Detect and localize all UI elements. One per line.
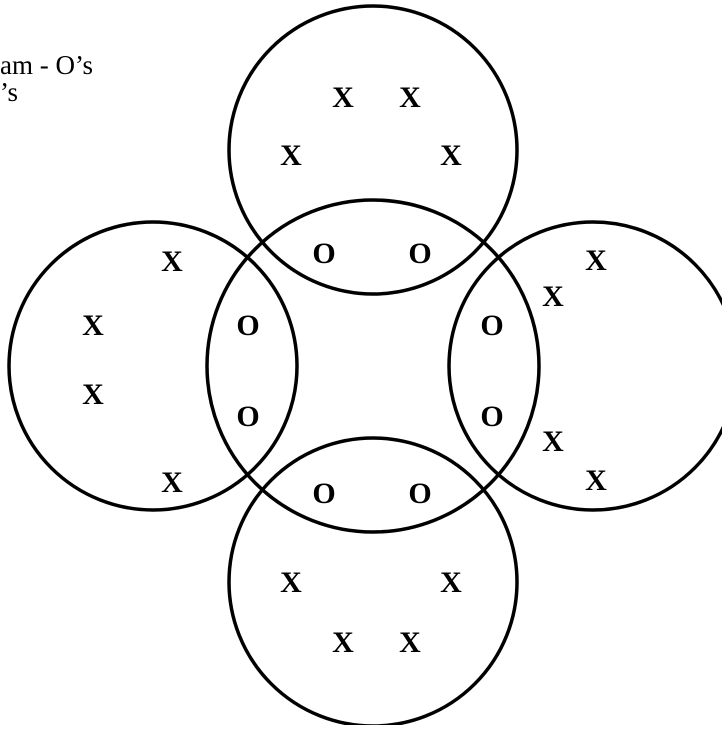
o-mark: O — [408, 237, 431, 270]
x-mark: X — [440, 566, 462, 599]
x-mark: X — [542, 425, 564, 458]
center-circle — [205, 198, 541, 534]
x-mark: X — [332, 626, 354, 659]
o-mark: O — [236, 309, 259, 342]
x-mark: X — [585, 464, 607, 497]
o-mark: O — [312, 237, 335, 270]
x-mark: X — [399, 626, 421, 659]
left-circle — [7, 220, 299, 512]
o-mark: O — [236, 400, 259, 433]
x-mark: X — [332, 81, 354, 114]
x-mark: X — [399, 81, 421, 114]
x-mark: X — [440, 139, 462, 172]
o-mark: O — [480, 309, 503, 342]
x-mark: X — [82, 309, 104, 342]
x-mark: X — [82, 378, 104, 411]
top-circle — [227, 4, 519, 296]
right-circle — [447, 220, 722, 512]
x-mark: X — [585, 244, 607, 277]
x-mark: X — [280, 139, 302, 172]
diagram-caption: am - O’s ’s — [0, 52, 93, 106]
caption-line-1: am - O’s — [0, 50, 93, 80]
o-mark: O — [408, 477, 431, 510]
x-mark: X — [280, 566, 302, 599]
x-mark: X — [542, 280, 564, 313]
o-mark: O — [480, 400, 503, 433]
caption-line-2: ’s — [0, 77, 19, 107]
bottom-circle — [227, 436, 519, 728]
x-mark: X — [161, 466, 183, 499]
x-mark: X — [161, 245, 183, 278]
o-mark: O — [312, 477, 335, 510]
